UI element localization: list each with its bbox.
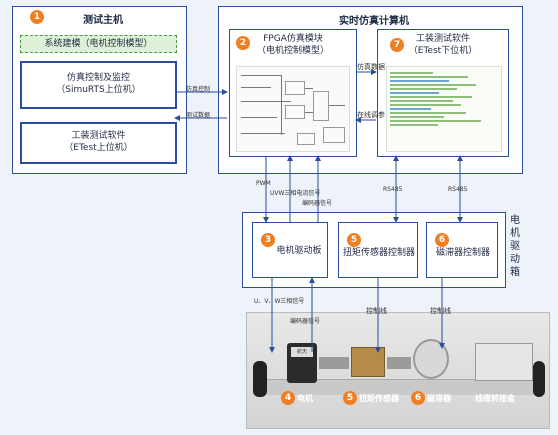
link-uvw-current: UVW三相电流信号 xyxy=(270,190,321,197)
m6-badge: 6 xyxy=(435,233,449,247)
coupling-2 xyxy=(387,357,411,369)
bench-label-hysteresis: 磁滞器 xyxy=(427,394,451,403)
etest-code-screenshot xyxy=(386,66,502,152)
bench-base-plate xyxy=(253,379,545,395)
link-rs485-2: RS485 xyxy=(448,186,468,193)
link-rs485-1: RS485 xyxy=(383,186,403,193)
etest-lower-box[interactable]: 7 工装测试软件 （ETest下位机） xyxy=(377,29,509,157)
link-online-tune: 在线调参 xyxy=(357,111,385,119)
link-sim-data: 仿真数据 xyxy=(357,63,385,71)
bench-badge-4: 4 xyxy=(281,391,295,405)
coupling-1 xyxy=(319,357,349,369)
m3-label: 电机驱动板 xyxy=(276,246,322,256)
left-clamp xyxy=(253,361,267,397)
host-badge: 1 xyxy=(30,10,44,24)
m5-badge: 5 xyxy=(347,233,361,247)
system-modeling-label: 系统建模（电机控制模型） xyxy=(44,39,153,49)
drive-box-label: 电机驱动箱 xyxy=(510,215,520,278)
link-control-line-2: 控制线 xyxy=(430,307,451,315)
motor-brand: 航天 xyxy=(296,349,307,355)
etest-upper-sub: （ETest上位机） xyxy=(64,143,133,153)
m5-label: 扭矩传感器控制器 xyxy=(342,248,415,258)
simu-sub: （SimuRTS上位机） xyxy=(56,85,141,95)
link-uvw-phase: U、V、W三相信号 xyxy=(254,298,305,305)
motor-driver-board[interactable]: 3 电机驱动板 xyxy=(252,222,328,278)
link-pwm: PWM xyxy=(256,180,271,187)
fpga-box[interactable]: 2 FPGA仿真模块 （电机控制模型） xyxy=(229,29,357,157)
link-sim-control: 仿真控制 xyxy=(186,86,211,93)
link-encoder-2: 编码器信号 xyxy=(290,318,321,325)
simu-box[interactable]: 仿真控制及监控 （SimuRTS上位机） xyxy=(20,61,177,109)
m6-label: 磁滞器控制器 xyxy=(435,248,490,258)
simu-title: 仿真控制及监控 xyxy=(66,73,130,83)
link-control-line-1: 控制线 xyxy=(366,307,387,315)
link-test-data: 测试数据 xyxy=(186,112,211,119)
right-clamp xyxy=(533,361,545,397)
etest-upper-box[interactable]: 工装测试软件 （ETest上位机） xyxy=(20,122,177,164)
link-encoder-1: 编码器信号 xyxy=(302,200,333,207)
motor-label-plate: 航天 xyxy=(291,347,313,357)
system-modeling-box: 系统建模（电机控制模型） xyxy=(20,35,177,53)
fpga-schematic xyxy=(236,66,350,152)
fpga-badge: 2 xyxy=(236,36,250,50)
bench-badge-6: 6 xyxy=(411,391,425,405)
realtime-computer-panel: 实时仿真计算机 2 FPGA仿真模块 （电机控制模型） 7 工装测试软件 （ET… xyxy=(218,6,523,174)
cable-adapter-box xyxy=(475,343,533,381)
host-title: 测试主机 xyxy=(83,15,123,26)
fpga-title: FPGA仿真模块 xyxy=(263,34,323,44)
bench-label-cable-box: 线缆转接盒 xyxy=(475,394,515,403)
etest-upper-title: 工装测试软件 xyxy=(71,131,126,141)
bench-label-motor: 电机 xyxy=(297,394,313,403)
etest-lower-badge: 7 xyxy=(390,38,404,52)
test-host-panel: 1 测试主机 系统建模（电机控制模型） 仿真控制及监控 （SimuRTS上位机）… xyxy=(12,6,187,174)
torque-sensor-controller[interactable]: 5 扭矩传感器控制器 xyxy=(338,222,418,278)
m3-badge: 3 xyxy=(261,233,275,247)
etest-lower-sub: （ETest下位机） xyxy=(408,46,478,56)
bench-badge-5: 5 xyxy=(343,391,357,405)
rt-title: 实时仿真计算机 xyxy=(339,16,409,27)
bench-label-torque: 扭矩传感器 xyxy=(359,394,399,403)
fpga-sub: （电机控制模型） xyxy=(256,46,329,56)
etest-lower-title: 工装测试软件 xyxy=(415,34,470,44)
